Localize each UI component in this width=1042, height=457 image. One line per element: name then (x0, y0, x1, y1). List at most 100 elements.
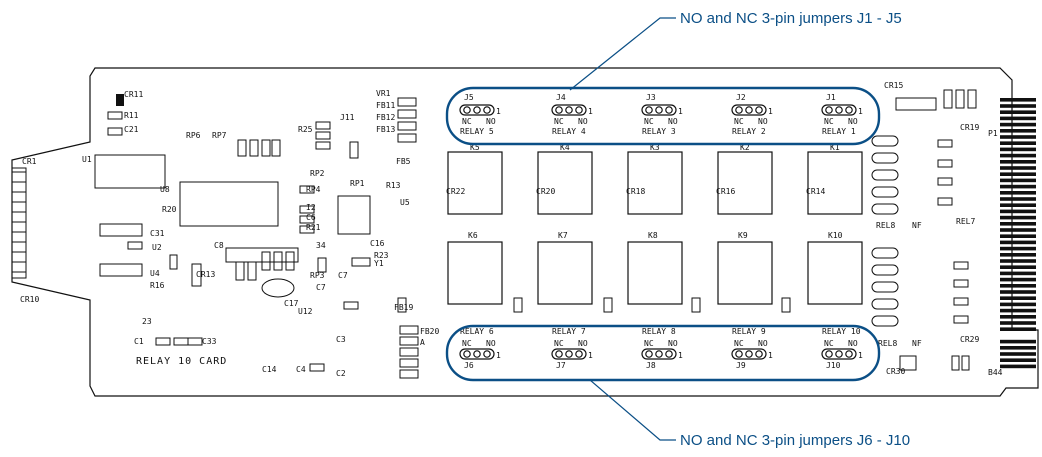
jumper-header-j3[interactable] (641, 104, 677, 116)
right-connector-pin (1000, 166, 1036, 170)
right-connector-pin (1000, 160, 1036, 164)
relay-sense-jumper (871, 247, 899, 259)
passive-component (299, 215, 315, 224)
jumper-header-j6[interactable] (459, 348, 495, 360)
nc-label: NC (554, 339, 564, 348)
jumper-pin (473, 350, 481, 358)
right-connector-pin (1000, 222, 1036, 226)
left-edge-connector (11, 167, 27, 279)
no-label: NO (848, 339, 858, 348)
relay-jumper-label: RELAY 8 (642, 327, 676, 336)
label-c31: R20 (162, 205, 177, 214)
right-connector-pin (1000, 209, 1036, 214)
ic-u1 (94, 154, 166, 189)
right-connector-pin (1000, 240, 1036, 245)
label-c5: CR15 (884, 81, 903, 90)
jumper-pin1-label: 1 (768, 107, 773, 116)
label-u2: C31 (150, 229, 165, 238)
jumper-pin1-label: 1 (768, 351, 773, 360)
jumper-header-j4[interactable] (551, 104, 587, 116)
passive-component (299, 205, 315, 214)
no-label: NO (578, 117, 588, 126)
label-r21: C6 (306, 213, 316, 222)
relay-jumper-label: RELAY 5 (460, 127, 494, 136)
jumper-pin (565, 350, 573, 358)
passive-component (399, 347, 419, 357)
label-nf-bottom: REL8 (878, 339, 897, 348)
jumper-pin (655, 106, 663, 114)
crystal-y1 (261, 278, 295, 298)
jumper-label-j7: J7 (556, 361, 566, 370)
jumper-pin1-label: 1 (858, 351, 863, 360)
label-r16: R16 (150, 281, 165, 290)
passive-component (895, 97, 937, 111)
right-connector-pin (1000, 358, 1036, 362)
passive-component (513, 297, 523, 313)
passive-component (951, 355, 960, 371)
jumper-pin (473, 106, 481, 114)
relay-label-k9: K9 (738, 231, 748, 240)
relay-k5 (447, 151, 503, 215)
right-connector-pin (1000, 110, 1036, 114)
relay-sense-jumper (871, 315, 899, 327)
jumper-pin1-label: 1 (496, 107, 501, 116)
label-u5: R13 (386, 181, 401, 190)
jumper-label-j1: J1 (826, 93, 836, 102)
right-connector-pin (1000, 321, 1036, 325)
right-edge-connector (1000, 98, 1036, 369)
jumper-pin (483, 106, 491, 114)
nc-label: NC (824, 117, 834, 126)
jumper-pin (555, 350, 563, 358)
label-rp6: RP6 (186, 131, 201, 140)
right-connector-pin (1000, 296, 1036, 300)
passive-component (235, 261, 245, 281)
right-connector-pin (1000, 122, 1036, 127)
passive-component (953, 261, 969, 270)
passive-component (967, 89, 977, 109)
relay-jumper-label: RELAY 1 (822, 127, 856, 136)
relay-sense-jumper (871, 186, 899, 198)
passive-component (937, 159, 953, 168)
right-connector-pin (1000, 265, 1036, 269)
jumper-pin (735, 350, 743, 358)
jumper-header-j8[interactable] (641, 348, 677, 360)
passive-component (399, 325, 419, 335)
jumper-header-j2[interactable] (731, 104, 767, 116)
right-connector-pin (1000, 172, 1036, 176)
label-vr1: C14 (262, 365, 277, 374)
relay-sense-jumper (871, 152, 899, 164)
passive-component (351, 257, 371, 267)
label-fb13: FB12 (376, 113, 395, 122)
passive-component (273, 251, 283, 271)
label-rp1: RP1 (350, 179, 365, 188)
label-rp2: RP2 (310, 169, 325, 178)
label-u9: CR19 (960, 123, 979, 132)
right-connector-pin (1000, 259, 1036, 263)
jumper-header-j7[interactable] (551, 348, 587, 360)
label-c33: C1 (134, 337, 144, 346)
right-connector-pin (1000, 104, 1036, 108)
top-callout-text: NO and NC 3-pin jumpers J1 - J5 (680, 10, 902, 27)
passive-component (349, 141, 359, 159)
top-callout-leader (569, 17, 676, 91)
passive-component (315, 121, 331, 130)
relay-jumper-label: RELAY 10 (822, 327, 861, 336)
jumper-pin (555, 106, 563, 114)
jumper-header-j1[interactable] (821, 104, 857, 116)
right-connector-pin (1000, 352, 1036, 356)
relay-k9 (717, 241, 773, 305)
label-fb22: FB19 (394, 303, 413, 312)
right-connector-pin (1000, 346, 1036, 350)
relay-label-k8: K8 (648, 231, 658, 240)
jumper-pin (845, 350, 853, 358)
jumper-header-j9[interactable] (731, 348, 767, 360)
passive-component (399, 336, 419, 346)
jumper-header-j5[interactable] (459, 104, 495, 116)
right-connector-pin (1000, 135, 1036, 139)
relay-jumper-label: RELAY 2 (732, 127, 766, 136)
right-connector-pin (1000, 147, 1036, 152)
label-y1: C17 (284, 299, 299, 308)
jumper-header-j10[interactable] (821, 348, 857, 360)
label-c1: C2 (336, 369, 346, 378)
